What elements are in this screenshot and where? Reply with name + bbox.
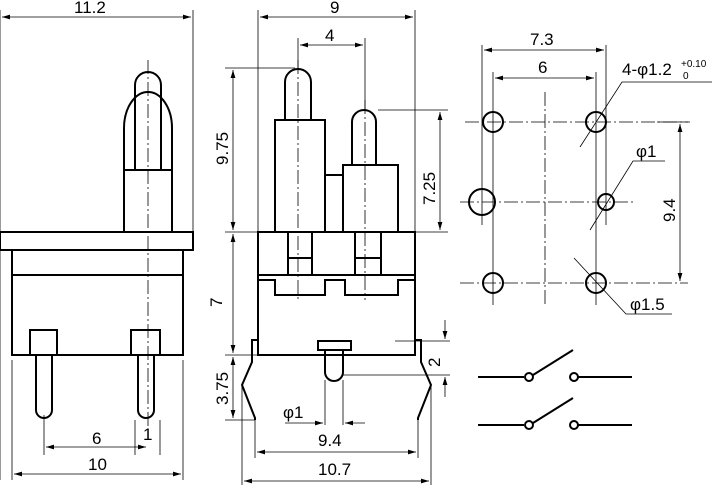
- dim-center-pin: 2: [425, 358, 444, 367]
- dim-pin-spacing: 6: [92, 429, 101, 448]
- switch-schematic: [478, 349, 632, 430]
- dim-body-width: 10: [88, 455, 107, 474]
- dim-small-hole: φ1: [636, 142, 656, 161]
- tolerance-lower: 0: [683, 71, 689, 82]
- dim-tall-pin: 9.75: [213, 132, 232, 165]
- side-view: 11.2 6 1 10: [0, 0, 194, 480]
- tolerance-upper: +0.10: [681, 59, 707, 70]
- dim-outer-spacing: 7.3: [530, 30, 554, 49]
- dim-inner-spacing: 6: [538, 58, 547, 77]
- dim-large-hole: φ1.5: [630, 295, 665, 314]
- dim-pin-diameter: φ1: [283, 403, 303, 422]
- dim-pin-offset: 4: [325, 26, 334, 45]
- dim-side-width: 11.2: [74, 0, 106, 17]
- dim-leg-height: 3.75: [213, 372, 232, 405]
- dim-overall-width: 10.7: [318, 460, 351, 479]
- footprint: 7.3 6 4-φ1.2 +0.10 0 φ1 9.4 φ1.5: [460, 30, 712, 315]
- front-view: 9 4 9.75 7.25 7 3.75 2 φ1 9.4 10.7: [207, 0, 450, 485]
- dim-leg-spacing: 9.4: [318, 431, 342, 450]
- dim-vertical-spacing: 9.4: [660, 198, 679, 222]
- hole-note: 4-φ1.2: [622, 60, 672, 79]
- dim-pin-width: 1: [143, 425, 152, 444]
- dim-body-height: 7: [207, 298, 226, 307]
- dim-short-pin: 7.25: [420, 172, 439, 205]
- dim-front-width: 9: [330, 0, 339, 17]
